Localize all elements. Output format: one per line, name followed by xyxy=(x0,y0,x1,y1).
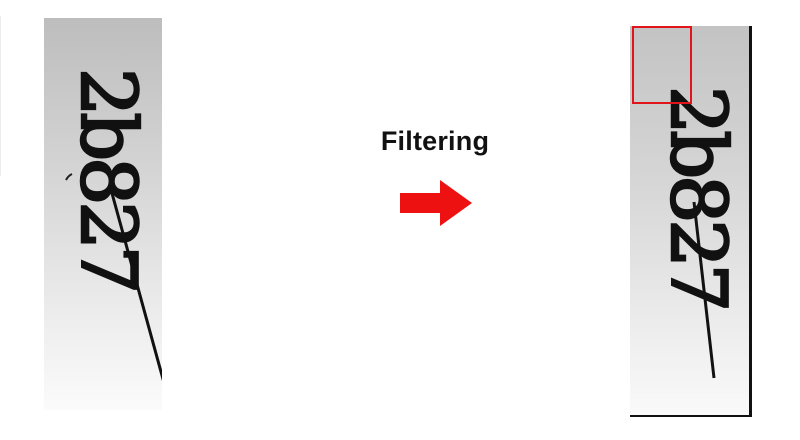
captcha-text-original: 2b827 xyxy=(64,68,153,290)
captcha-glyphs: 2b827 xyxy=(63,67,162,382)
captcha-noise-line xyxy=(108,185,162,382)
captcha-text-filtered: 2b827 xyxy=(654,86,743,308)
captcha-noise-line-filtered xyxy=(692,201,716,379)
original-captcha-image: 2b827 xyxy=(44,18,162,410)
filtered-frame-right-border xyxy=(749,26,752,417)
captcha-glyphs-filtered: 2b827 xyxy=(653,85,744,379)
filtered-frame-bottom-border xyxy=(630,415,752,417)
edge-line xyxy=(0,16,1,176)
filtering-label: Filtering xyxy=(380,126,490,156)
highlight-box xyxy=(632,26,692,104)
right-arrow-icon xyxy=(400,180,472,226)
